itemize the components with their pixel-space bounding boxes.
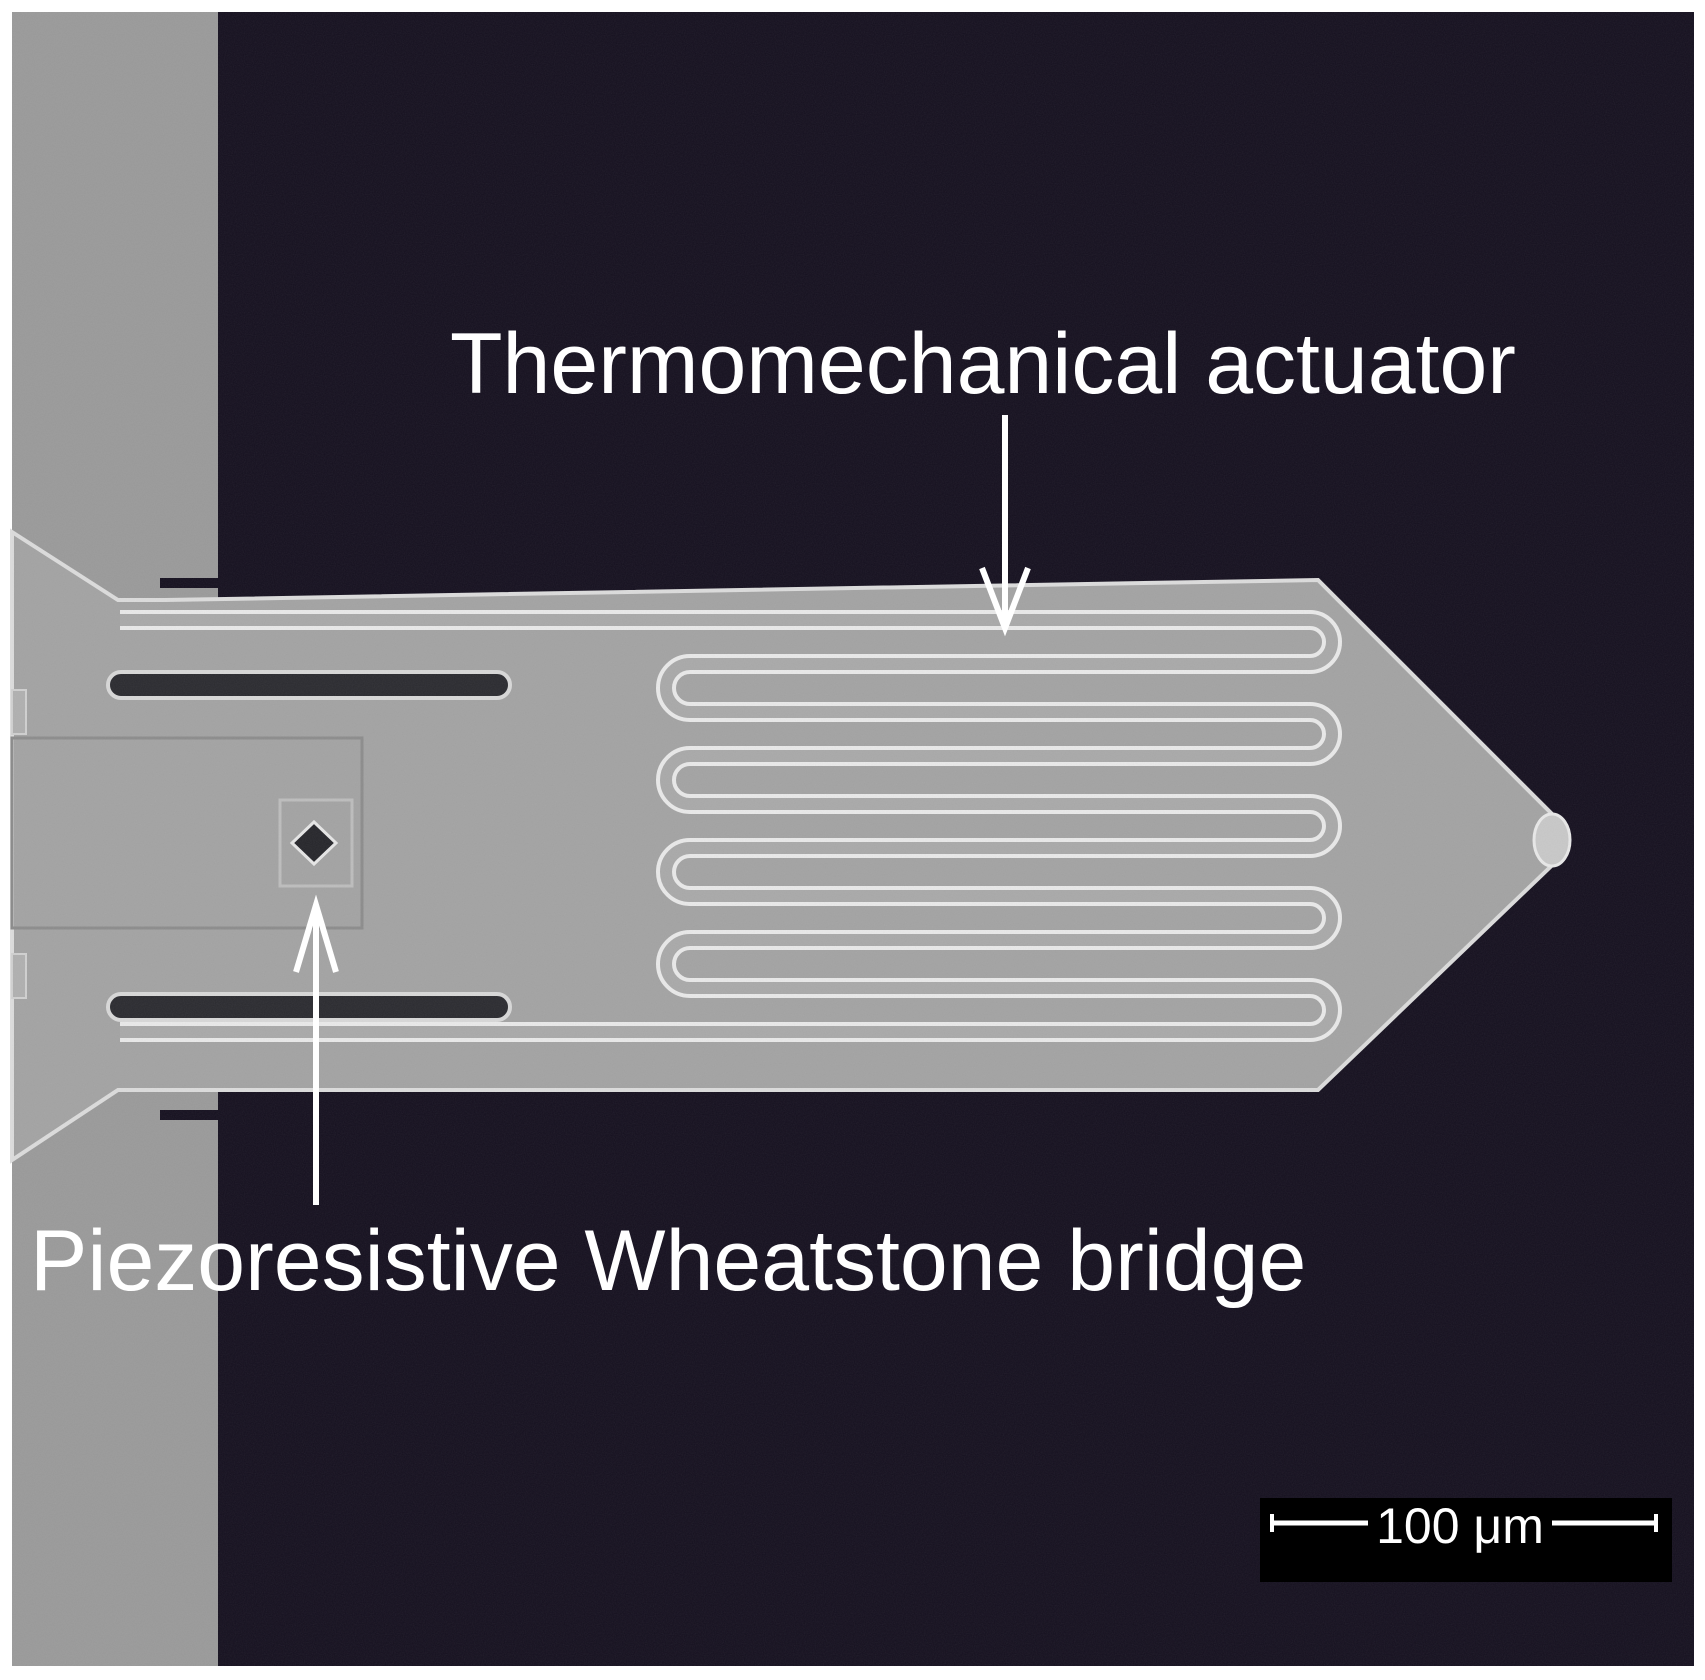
actuator-arrow xyxy=(979,415,1031,637)
bridge-label: Piezoresistive Wheatstone bridge xyxy=(30,1213,1306,1309)
bridge-arrow xyxy=(293,894,339,1205)
scale-bar-text: 100 μm xyxy=(1376,1498,1544,1554)
scale-bar-box xyxy=(1260,1498,1672,1582)
scale-bar: 100 μm xyxy=(1260,1498,1672,1582)
actuator-label: Thermomechanical actuator xyxy=(450,316,1516,412)
surface-grain xyxy=(12,12,1694,1666)
